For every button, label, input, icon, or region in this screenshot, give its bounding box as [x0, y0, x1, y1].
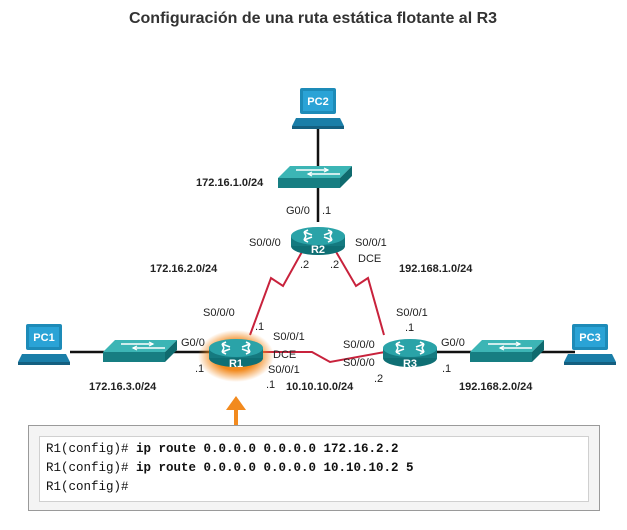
r3-label: R3 [403, 358, 417, 370]
r3-g00-ip: .1 [442, 363, 451, 375]
r1-dce-label: DCE [273, 349, 296, 361]
pc2-label: PC2 [307, 96, 328, 108]
r1-g00-label: G0/0 [181, 337, 205, 349]
r1-label: R1 [229, 358, 243, 370]
r2-g00-ip: .1 [322, 205, 331, 217]
pc3-label: PC3 [579, 332, 600, 344]
r3-g00-label: G0/0 [441, 337, 465, 349]
serial-r1-r3 [262, 351, 386, 364]
cli-line-2: R1(config)# ip route 0.0.0.0 0.0.0.0 10.… [46, 459, 582, 478]
r1-g00-ip: .1 [195, 363, 204, 375]
cli-prompt-3: R1(config)# [46, 480, 129, 494]
r3-s000-b-label: S0/0/0 [343, 357, 375, 369]
r3-s000-ip: .2 [374, 373, 383, 385]
net-r1-r2: 172.16.2.0/24 [150, 263, 218, 275]
r2-label: R2 [311, 244, 325, 256]
r1-s000-label: S0/0/0 [203, 307, 235, 319]
cli-prompt-2: R1(config)# [46, 461, 137, 475]
cli-cmd-2: ip route 0.0.0.0 0.0.0.0 10.10.10.2 5 [136, 461, 414, 475]
r2-dce-label: DCE [358, 253, 381, 265]
serial-links [249, 249, 386, 364]
r2-s000-ip: .2 [300, 259, 309, 271]
net-lan-r2: 172.16.1.0/24 [196, 177, 264, 189]
r1-s000-ip: .1 [255, 321, 264, 333]
switch-left-icon [102, 339, 178, 363]
cli-panel: R1(config)# ip route 0.0.0.0 0.0.0.0 172… [28, 425, 600, 511]
cli-cmd-1: ip route 0.0.0.0 0.0.0.0 172.16.2.2 [136, 442, 399, 456]
r2-s000-label: S0/0/0 [249, 237, 281, 249]
r1-s001-ip: .1 [266, 379, 275, 391]
r3-icon: R3 [382, 338, 438, 370]
switch-right-icon [469, 339, 545, 363]
net-lan-r3: 192.168.2.0/24 [459, 381, 533, 393]
r2-s001-ip: .2 [330, 259, 339, 271]
pc3-icon: PC3 [564, 324, 616, 365]
r3-s001-ip: .1 [405, 322, 414, 334]
serial-r2-r3 [334, 249, 385, 336]
pc1-icon: PC1 [18, 324, 70, 365]
cli-line-1: R1(config)# ip route 0.0.0.0 0.0.0.0 172… [46, 440, 582, 459]
pc2-icon: PC2 [292, 88, 344, 129]
r3-s001-label: S0/0/1 [396, 307, 428, 319]
switch-top-icon [277, 165, 353, 189]
cli-line-3: R1(config)# [46, 478, 582, 497]
r2-icon: R2 [290, 226, 346, 256]
r2-s001-label: S0/0/1 [355, 237, 387, 249]
r1-s001-b-label: S0/0/1 [268, 364, 300, 376]
cli-prompt-1: R1(config)# [46, 442, 137, 456]
net-r2-r3: 192.168.1.0/24 [399, 263, 473, 275]
cli-output: R1(config)# ip route 0.0.0.0 0.0.0.0 172… [39, 436, 589, 502]
r3-s000-a-label: S0/0/0 [343, 339, 375, 351]
serial-r1-r2 [249, 249, 304, 336]
pc1-label: PC1 [33, 332, 54, 344]
diagram-title: Configuración de una ruta estática flota… [129, 10, 497, 27]
r1-s001-label: S0/0/1 [273, 331, 305, 343]
r1-icon: R1 [198, 330, 274, 382]
net-lan-r1: 172.16.3.0/24 [89, 381, 157, 393]
net-r1-r3: 10.10.10.0/24 [286, 381, 354, 393]
r2-g00-label: G0/0 [286, 205, 310, 217]
